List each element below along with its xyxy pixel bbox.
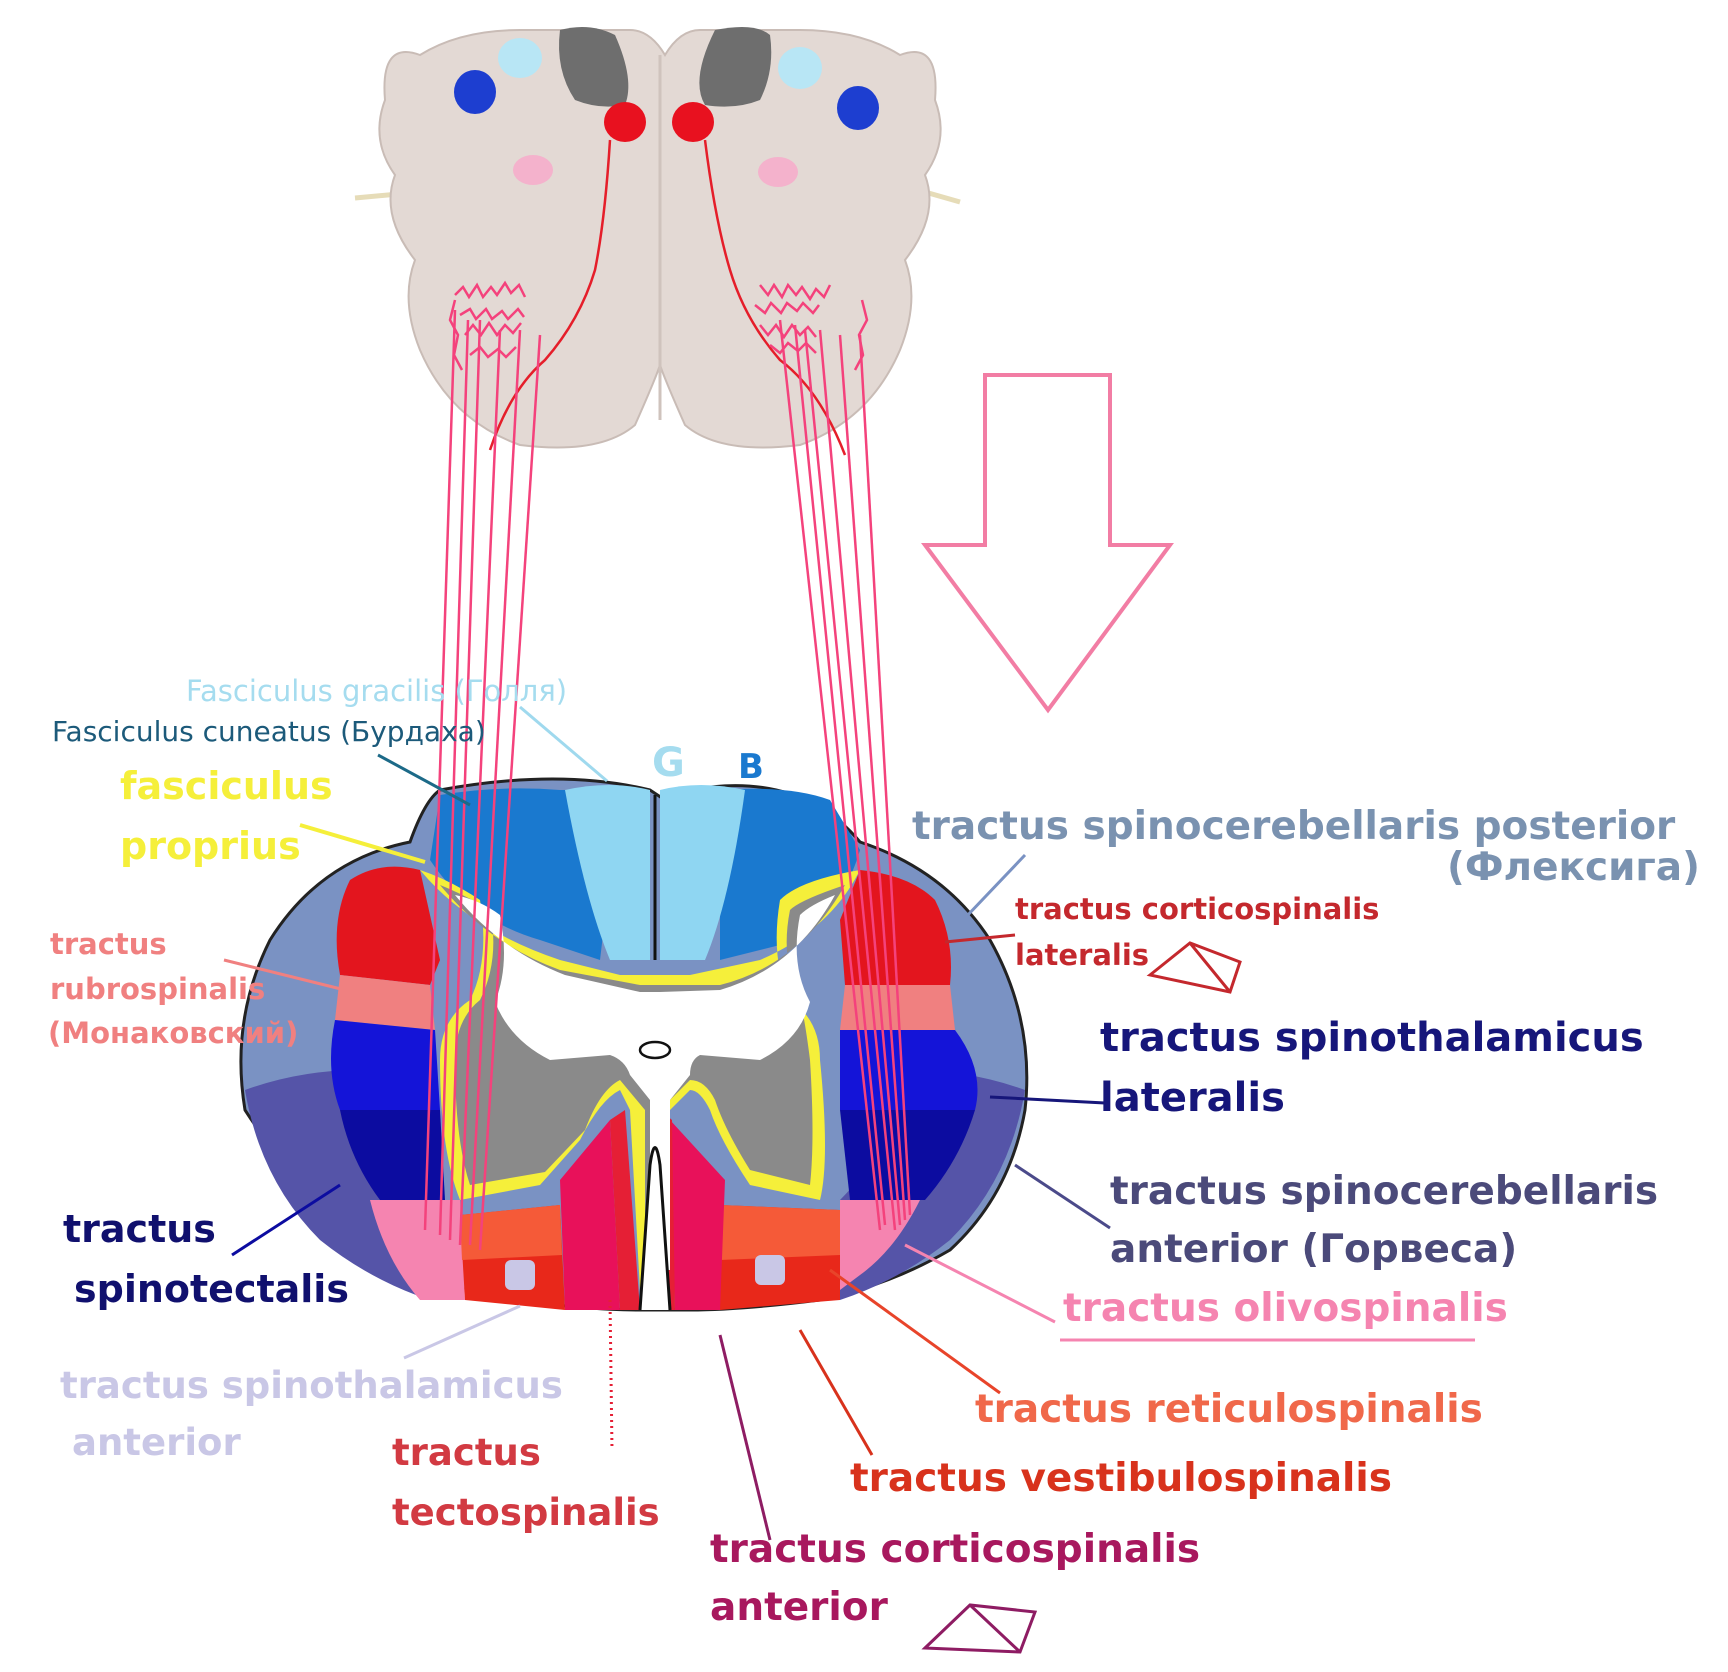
left-olivary-nucleus — [448, 280, 527, 371]
st-anterior-label-line2: anterior — [72, 1421, 241, 1464]
gracilis-leader — [519, 705, 608, 783]
rubro-label-line2: rubrospinalis — [50, 972, 266, 1006]
scb-anterior-leader — [1014, 1163, 1111, 1230]
b-letter-label: B — [738, 747, 764, 787]
left-gray-nucleus — [559, 26, 629, 107]
right-red-nucleus — [672, 102, 714, 142]
st-anterior-right-region — [755, 1255, 785, 1285]
cuneatus-leader — [377, 753, 471, 807]
cuneatus-right-region — [720, 788, 860, 960]
spinotectalis-left-region — [340, 1110, 445, 1200]
fiber-line — [438, 319, 470, 1236]
gray-matter-butterfly — [455, 895, 835, 1270]
cs-anterior-right-region — [670, 1120, 725, 1310]
right-nerve-root — [924, 189, 961, 205]
medulla-section — [354, 26, 961, 456]
fiber-line — [858, 334, 912, 1216]
cs-anterior-left-region — [560, 1120, 620, 1310]
right-cuneatus-nucleus — [837, 86, 879, 130]
left-rubral-fiber — [488, 139, 612, 451]
fiber-line — [448, 319, 482, 1241]
left-gracilis-nucleus — [498, 38, 542, 78]
st-anterior-left-region — [505, 1260, 535, 1290]
st-lateral-right-region — [840, 1030, 978, 1110]
proprius-leader — [299, 823, 426, 864]
st-anterior-leader — [403, 1304, 521, 1360]
descending-fibers — [423, 309, 912, 1251]
vestibulo-label: tractus vestibulospinalis — [850, 1456, 1392, 1501]
reticulo-right-region — [720, 1205, 840, 1260]
right-olivary-nucleus — [754, 282, 869, 371]
cs-lateral-label-line1: tractus corticospinalis — [1015, 892, 1380, 926]
pyramid-lateral-icon — [1146, 941, 1242, 994]
left-cuneatus-nucleus — [454, 70, 496, 114]
tectospinalis-label-line2: tectospinalis — [392, 1491, 660, 1534]
right-pink-nucleus — [758, 157, 798, 187]
rubro-left-region — [335, 975, 435, 1030]
right-gracilis-nucleus — [778, 47, 822, 89]
cs-anterior-label-line2: anterior — [710, 1585, 888, 1630]
tectospinal-pointer — [608, 1299, 614, 1451]
fiber-line — [478, 334, 542, 1251]
fiber-line — [468, 329, 522, 1246]
g-letter-label: G — [652, 740, 685, 786]
right-gray-nucleus — [699, 26, 772, 107]
fiber-line — [793, 324, 887, 1226]
cs-anterior-leader — [718, 1334, 772, 1541]
olivo-leader — [904, 1243, 1056, 1324]
reticulo-leader — [829, 1268, 1001, 1395]
central-canal — [638, 1040, 672, 1060]
fiber-line — [803, 329, 897, 1231]
fiber-line — [423, 309, 457, 1231]
proprius-label-line2: proprius — [120, 824, 301, 868]
rubro-label-line3: (Монаковский) — [48, 1016, 299, 1050]
pyramid-anterior-icon — [921, 1603, 1038, 1654]
cs-anterior-label-line1: tractus corticospinalis — [710, 1527, 1201, 1572]
down-arrow-icon — [921, 373, 1174, 714]
gracilis-right-region — [660, 785, 745, 960]
st-lateral-label-line2: lateralis — [1100, 1075, 1285, 1121]
gracilis-label: Fasciculus gracilis (Голля) — [186, 674, 568, 708]
rubro-leader — [223, 958, 346, 992]
cs-lateral-leader — [944, 933, 1016, 944]
gracilis-left-region — [565, 785, 650, 960]
st-lateral-leader — [989, 1095, 1106, 1105]
vestibulo-leader — [798, 1329, 874, 1456]
olivo-label: tractus olivospinalis — [1063, 1286, 1508, 1331]
spinotectalis-label-line1: tractus — [63, 1207, 216, 1251]
scb-anterior-label-line1: tractus spinocerebellaris — [1110, 1169, 1659, 1214]
st-lateral-left-region — [331, 1020, 440, 1110]
tecto-left-region — [610, 1110, 640, 1310]
scb-posterior-label-line2: (Флексига) — [1447, 845, 1700, 890]
fiber-line — [818, 329, 902, 1226]
leader-lines — [223, 705, 1475, 1541]
fiber-line — [838, 334, 907, 1221]
proprius-label-line1: fasciculus — [120, 764, 333, 808]
cs-lateral-label-line2: lateralis — [1015, 938, 1150, 972]
right-rubral-fiber — [703, 139, 847, 456]
rubro-label-line1: tractus — [50, 927, 167, 961]
left-pink-nucleus — [513, 155, 553, 185]
spinal-cord-section — [239, 777, 1029, 1312]
anterior-median-fissure — [638, 1146, 672, 1311]
fiber-line — [778, 319, 882, 1231]
fiber-line — [458, 329, 502, 1246]
left-red-nucleus — [604, 102, 646, 142]
reticulo-label: tractus reticulospinalis — [975, 1387, 1483, 1432]
spinotectalis-label-line2: spinotectalis — [74, 1267, 349, 1311]
st-anterior-label-line1: tractus spinothalamicus — [60, 1364, 563, 1407]
scb-anterior-label-line2: anterior (Горвеса) — [1110, 1227, 1518, 1272]
reticulo-left-region — [460, 1205, 562, 1260]
cuneatus-label: Fasciculus cuneatus (Бурдаха) — [52, 715, 486, 748]
scb-posterior-leader — [963, 853, 1027, 920]
st-lateral-label-line1: tractus spinothalamicus — [1100, 1015, 1644, 1061]
spinotectalis-leader — [231, 1183, 341, 1257]
scb-posterior-label-line1: tractus spinocerebellaris posterior — [912, 804, 1676, 849]
tectospinalis-label-line1: tractus — [392, 1431, 541, 1474]
cs-lateral-left-region — [336, 866, 440, 985]
